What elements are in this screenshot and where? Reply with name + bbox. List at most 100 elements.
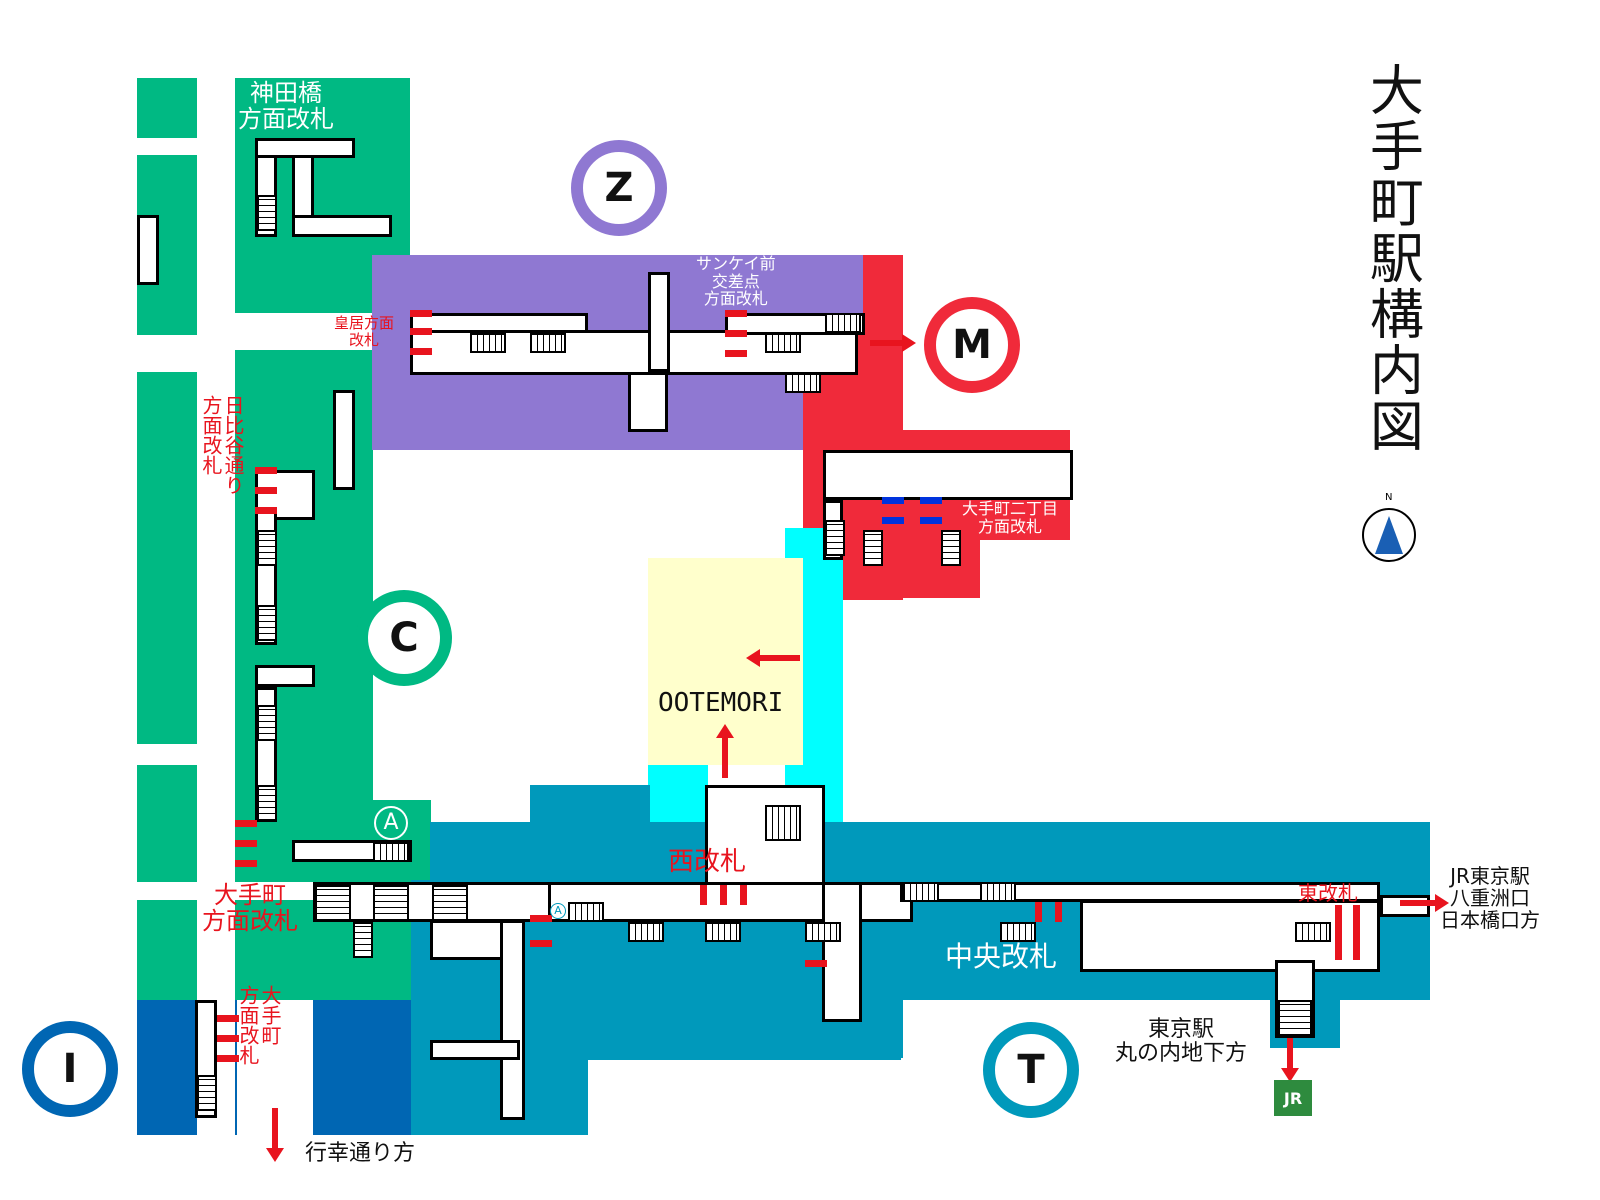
stairs xyxy=(765,805,801,841)
stairs xyxy=(825,520,845,556)
ticket-gate xyxy=(235,820,257,827)
corridor xyxy=(292,215,392,237)
ticket-gate xyxy=(700,885,707,905)
stairs xyxy=(257,195,277,231)
label-gyoko-dori: 行幸通り方 xyxy=(305,1141,416,1166)
chiyoda-area xyxy=(137,900,197,1000)
stairs xyxy=(765,333,801,353)
stairs xyxy=(568,902,604,922)
corridor xyxy=(255,470,315,520)
stairs xyxy=(373,842,409,862)
corridor xyxy=(628,372,668,432)
corridor xyxy=(823,450,1073,500)
label-higashi-gate: 東改札 xyxy=(1298,881,1358,905)
ticket-gate xyxy=(217,1035,239,1042)
stairs xyxy=(470,333,506,353)
direction-arrow-right xyxy=(1400,894,1449,912)
direction-arrow-right xyxy=(870,334,916,352)
corridor xyxy=(1380,895,1430,917)
corridor xyxy=(137,215,159,285)
stairs xyxy=(705,922,741,942)
line-badge-m: M xyxy=(924,297,1020,393)
line-letter: C xyxy=(389,615,419,661)
ticket-gate xyxy=(530,915,552,922)
stairs xyxy=(315,885,351,921)
label-otemachi-gate-mita: 大手町 方面改札 xyxy=(236,985,282,1065)
label-tokyo-marunouchi: 東京駅 丸の内地下方 xyxy=(1115,1017,1248,1067)
stairs xyxy=(373,885,409,921)
ticket-gate xyxy=(725,350,747,357)
label-jr-yaesu: JR東京駅 八重洲口 日本橋口方 xyxy=(1440,864,1540,932)
stairs xyxy=(353,922,373,958)
ticket-gate xyxy=(920,517,942,524)
line-letter: M xyxy=(952,322,992,368)
line-letter: T xyxy=(1017,1047,1045,1093)
north-compass-icon xyxy=(1362,508,1416,562)
stairs xyxy=(980,882,1016,902)
label-otemachi-gate: 大手町 方面改札 xyxy=(202,881,298,936)
ticket-gate xyxy=(805,960,827,967)
ticket-gate xyxy=(217,1055,239,1062)
stairs xyxy=(941,530,961,566)
map-title: 大手町駅構内図 xyxy=(1360,62,1424,454)
direction-arrow-down xyxy=(1287,1038,1293,1068)
stairs xyxy=(197,1075,217,1111)
street-corridor xyxy=(197,78,235,1138)
stairs xyxy=(1278,1000,1312,1036)
ticket-gate xyxy=(255,467,277,474)
jr-badge: JR xyxy=(1274,1080,1312,1116)
line-badge-c: C xyxy=(356,590,452,686)
direction-arrow-up xyxy=(722,738,728,778)
label-nichome-gate: 大手町二丁目 方面改札 xyxy=(962,499,1059,536)
line-badge-z: Z xyxy=(571,140,667,236)
exit-a-badge: A xyxy=(374,806,408,840)
label-kokyo-gate: 皇居方面 改札 xyxy=(334,314,395,349)
ticket-gate xyxy=(255,487,277,494)
stairs xyxy=(903,882,939,902)
ticket-gate xyxy=(1055,902,1062,922)
ticket-gate xyxy=(217,1015,239,1022)
ticket-gate xyxy=(255,507,277,514)
chiyoda-area xyxy=(137,765,197,882)
label-ootemori: OOTEMORI xyxy=(658,688,784,718)
exit-a-badge: A xyxy=(550,903,566,919)
ticket-gate xyxy=(920,497,942,504)
line-letter: Z xyxy=(604,165,634,211)
label-hibiya-gate: 日比谷通り 方面改札 xyxy=(199,395,245,495)
ticket-gate xyxy=(1335,905,1342,960)
ticket-gate xyxy=(530,940,552,947)
stairs xyxy=(257,530,277,566)
ticket-gate xyxy=(235,860,257,867)
ticket-gate xyxy=(1353,905,1360,960)
stairs xyxy=(257,705,277,741)
chiyoda-area xyxy=(137,78,197,138)
line-badge-i: I xyxy=(22,1021,118,1117)
ticket-gate xyxy=(720,885,727,905)
compass-label: N xyxy=(1385,492,1393,503)
corridor xyxy=(705,785,825,885)
ticket-gate xyxy=(410,310,432,317)
ticket-gate xyxy=(725,310,747,317)
tozai-area xyxy=(530,785,650,825)
corridor xyxy=(333,390,355,490)
stairs xyxy=(825,313,861,333)
stairs xyxy=(1000,922,1036,942)
tozai-area xyxy=(411,1000,588,1135)
stairs xyxy=(805,922,841,942)
stairs xyxy=(628,922,664,942)
stairs xyxy=(1295,922,1331,942)
direction-arrow-down xyxy=(272,1108,278,1148)
label-kandabashi-gate: 神田橋 方面改札 xyxy=(238,79,334,134)
corridor xyxy=(500,920,525,1120)
label-nishi-gate: 西改札 xyxy=(668,847,747,877)
ticket-gate xyxy=(725,330,747,337)
ootemori-connector xyxy=(648,765,708,823)
direction-arrow-left xyxy=(760,655,800,661)
stairs xyxy=(863,530,883,566)
ticket-gate xyxy=(235,840,257,847)
ticket-gate xyxy=(410,348,432,355)
corridor xyxy=(430,1040,520,1060)
line-badge-t: T xyxy=(983,1022,1079,1118)
ticket-gate xyxy=(882,497,904,504)
